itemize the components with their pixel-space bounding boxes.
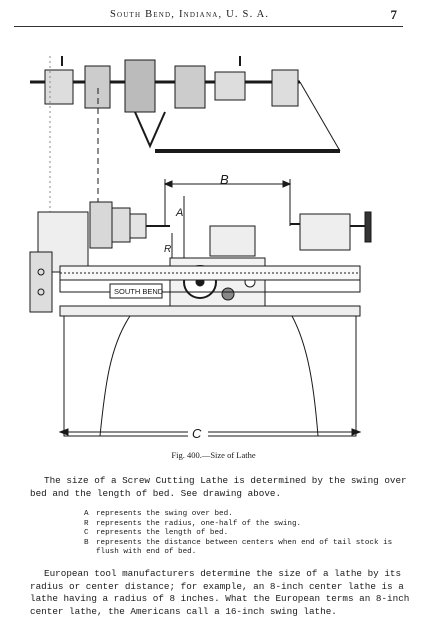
- definition-key: B: [84, 538, 89, 547]
- european-paragraph: European tool manufacturers determine th…: [30, 568, 410, 617]
- definition-r: R represents the radius, one-half of the…: [84, 520, 404, 530]
- lathe-bed: SOUTH BEND: [29, 251, 361, 313]
- definition-key: R: [84, 519, 89, 528]
- definition-text: represents the distance between centers …: [96, 538, 393, 557]
- running-head: South Bend, Indiana, U. S. A.: [110, 9, 270, 20]
- dimension-b: B: [163, 172, 292, 226]
- label-r: R: [164, 244, 171, 255]
- definition-text: represents the length of bed.: [96, 529, 229, 538]
- definition-key: A: [84, 510, 89, 518]
- label-c: C: [192, 426, 202, 441]
- lathe-drawing: B A R: [29, 56, 372, 441]
- definition-list: A represents the swing over bed. R repre…: [84, 510, 404, 558]
- definition-key: C: [84, 529, 89, 538]
- intro-paragraph: The size of a Screw Cutting Lathe is det…: [30, 475, 407, 499]
- header-rule: [14, 26, 403, 27]
- figure-caption: Fig. 400.—Size of Lathe: [171, 450, 256, 460]
- label-b: B: [220, 172, 229, 187]
- page-header: South Bend, Indiana, U. S. A. 7: [0, 6, 427, 27]
- dimension-c: C: [58, 424, 362, 441]
- definition-text: represents the swing over bed.: [96, 510, 233, 518]
- definition-c: C represents the length of bed.: [84, 529, 404, 539]
- label-a: A: [175, 207, 183, 219]
- bed-plate-label: SOUTH BEND: [114, 287, 164, 296]
- page-number: 7: [390, 7, 398, 22]
- definition-a: A represents the swing over bed.: [84, 510, 404, 520]
- definition-text: represents the radius, one-half of the s…: [96, 519, 302, 528]
- definition-b: B represents the distance between center…: [84, 539, 404, 558]
- headstock: [37, 201, 170, 273]
- lathe-stand: [59, 305, 361, 437]
- lathe-figure: B A R: [0, 26, 427, 451]
- countershaft-assembly: [30, 56, 341, 153]
- tailstock: [290, 211, 372, 251]
